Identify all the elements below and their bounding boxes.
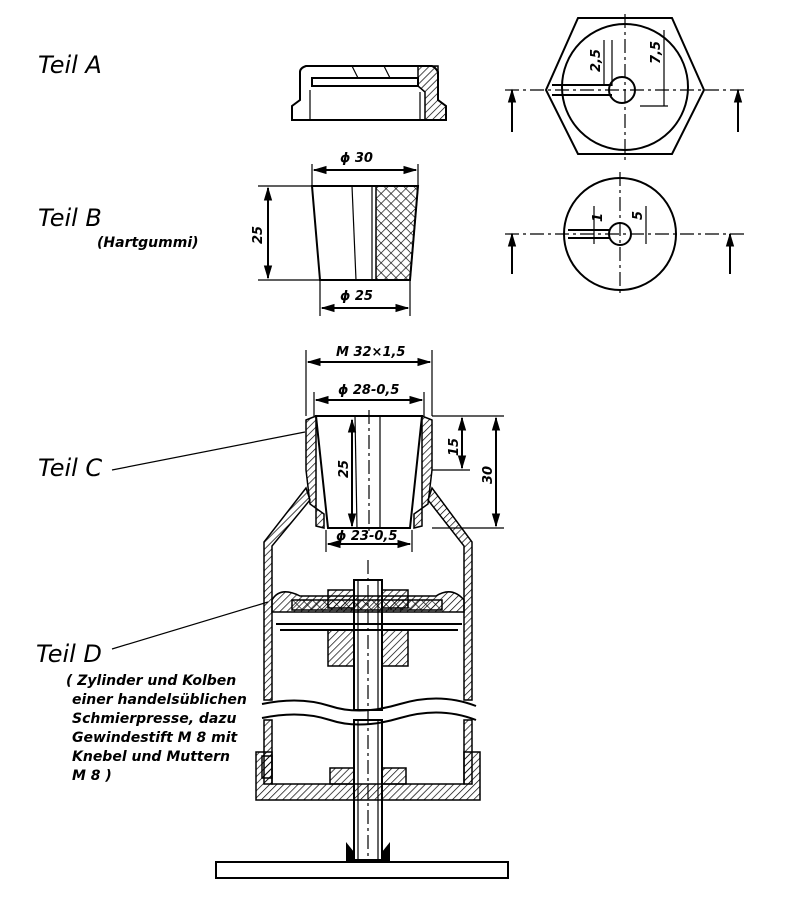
part-c-dim-dia-23: ϕ 23-0,5 xyxy=(336,529,397,544)
part-c-leader xyxy=(111,431,306,471)
part-d-note-line-2: einer handelsüblichen xyxy=(72,692,247,708)
part-b-material: (Hartgummi) xyxy=(97,235,199,251)
part-d-note-line-1: ( Zylinder und Kolben xyxy=(66,673,236,689)
part-c-dim-25: 25 xyxy=(337,460,352,478)
part-b-label: Teil B xyxy=(38,204,102,232)
part-d-note-line-5: Knebel und Muttern xyxy=(72,749,230,765)
part-b-dim-dia-25: ϕ 25 xyxy=(340,289,373,304)
part-a-top-view: 2,5 7,5 xyxy=(505,14,745,160)
assembly-section: M 32×1,5 ϕ 28-0,5 25 15 30 ϕ 23-0,5 xyxy=(215,345,509,879)
part-b-top-view: 1 5 xyxy=(505,172,745,296)
part-d-label: Teil D xyxy=(36,640,102,668)
part-b-side-section: ϕ 30 25 ϕ 25 xyxy=(251,151,420,316)
part-c-dim-30: 30 xyxy=(481,466,496,484)
part-b-dim-1: 1 xyxy=(591,213,606,222)
part-c-dim-thread: M 32×1,5 xyxy=(336,345,405,360)
part-b-dim-dia-30: ϕ 30 xyxy=(340,151,373,166)
part-d-note-line-6: M 8 ) xyxy=(72,768,112,784)
part-a-side-section xyxy=(291,65,447,121)
part-b-dim-25: 25 xyxy=(251,226,266,244)
part-b-dim-5: 5 xyxy=(631,211,646,220)
part-d-note-line-4: Gewindestift M 8 mit xyxy=(72,730,238,746)
part-a-dim-2-5: 2,5 xyxy=(589,49,604,72)
part-c-dim-dia-28: ϕ 28-0,5 xyxy=(338,383,399,398)
part-a-label: Teil A xyxy=(38,51,102,79)
part-a-dim-7-5: 7,5 xyxy=(649,41,664,64)
part-d-note-line-3: Schmierpresse, dazu xyxy=(72,711,237,727)
part-c-label: Teil C xyxy=(38,454,102,482)
part-c-dim-15: 15 xyxy=(447,438,462,456)
part-d-leader xyxy=(111,601,269,650)
